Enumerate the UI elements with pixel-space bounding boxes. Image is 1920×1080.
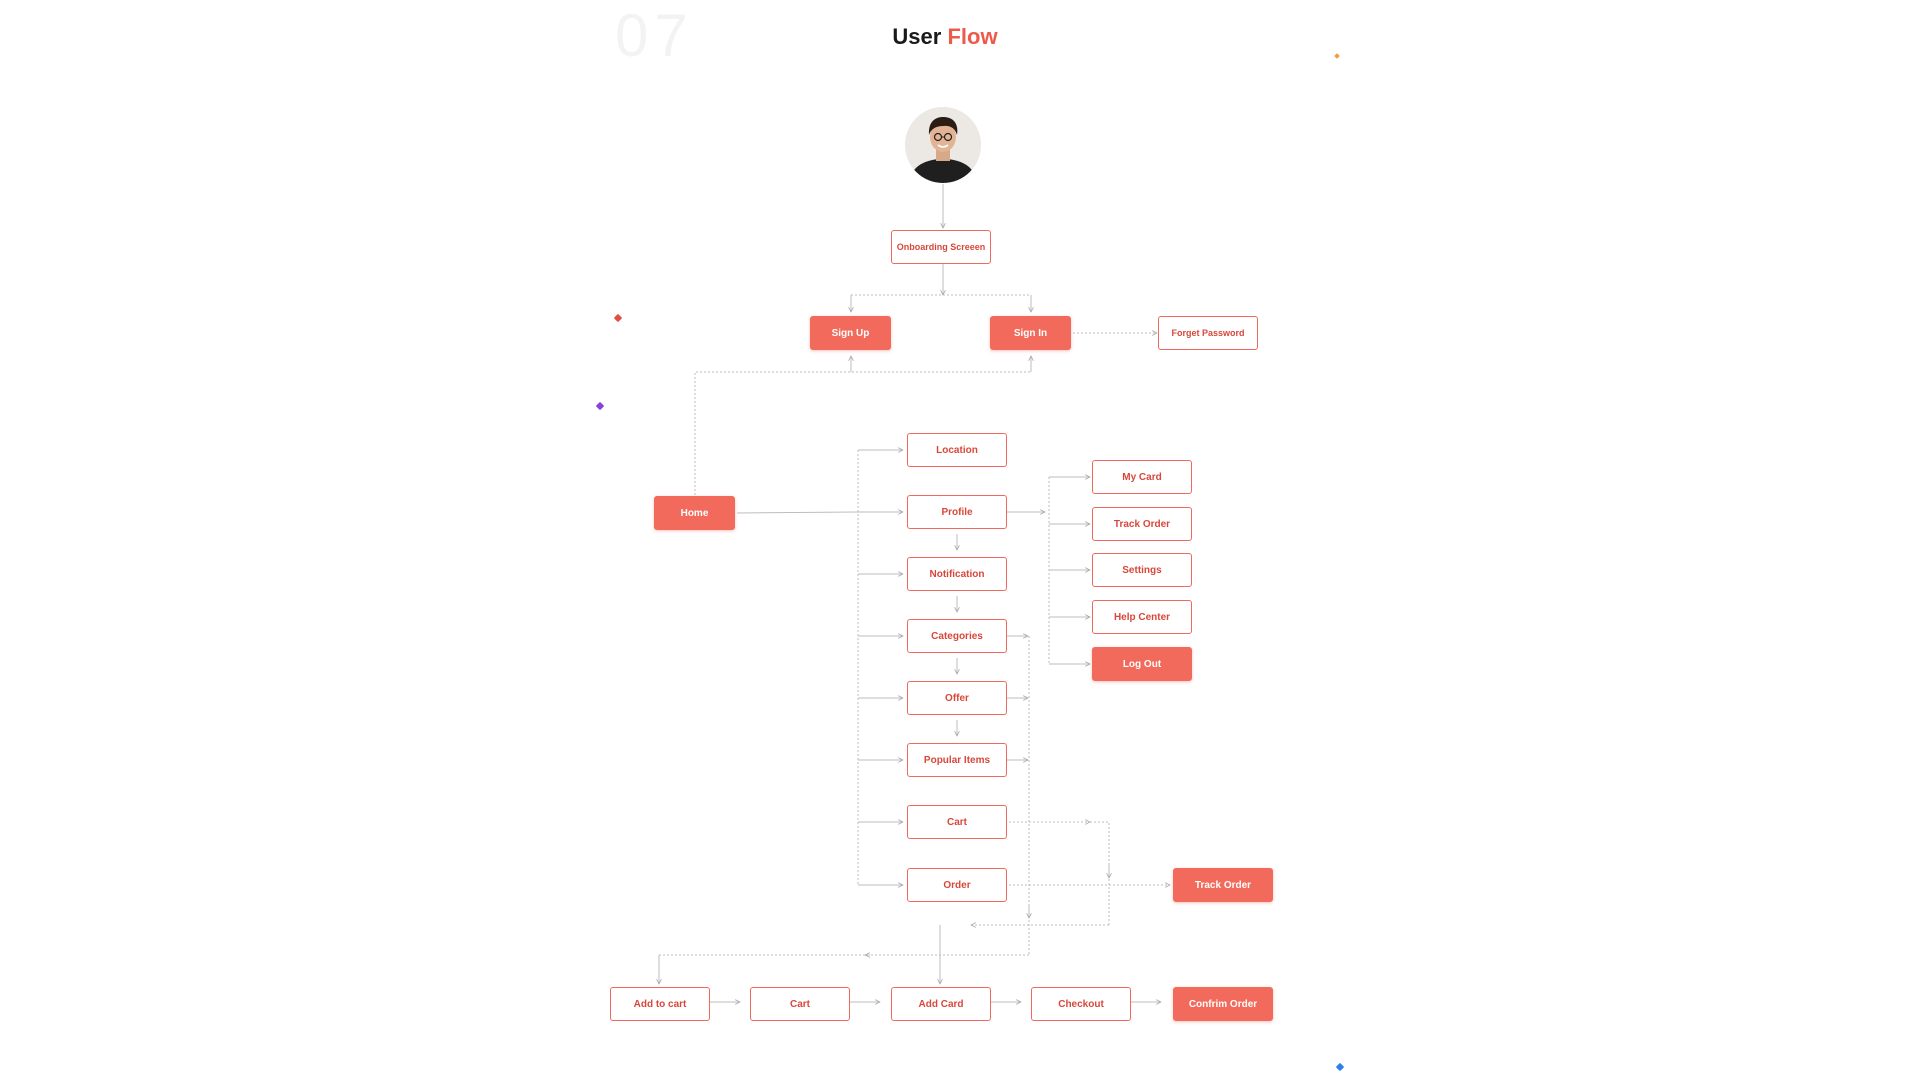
node-popular-items[interactable]: Popular Items (907, 743, 1007, 777)
node-cart[interactable]: Cart (907, 805, 1007, 839)
node-confirm-order[interactable]: Confrim Order (1173, 987, 1273, 1021)
node-add-to-cart[interactable]: Add to cart (610, 987, 710, 1021)
title-part-user: User (892, 24, 942, 49)
node-forget-password[interactable]: Forget Password (1158, 316, 1258, 350)
node-sign-up[interactable]: Sign Up (810, 316, 891, 350)
node-track-order-main[interactable]: Track Order (1173, 868, 1273, 902)
node-sign-in[interactable]: Sign In (990, 316, 1071, 350)
user-avatar (905, 107, 981, 183)
page-title: User Flow (0, 24, 1890, 50)
node-help-center[interactable]: Help Center (1092, 600, 1192, 634)
node-track-order-profile[interactable]: Track Order (1092, 507, 1192, 541)
node-add-card[interactable]: Add Card (891, 987, 991, 1021)
node-offer[interactable]: Offer (907, 681, 1007, 715)
node-location[interactable]: Location (907, 433, 1007, 467)
node-log-out[interactable]: Log Out (1092, 647, 1192, 681)
section-number: 07 (615, 2, 694, 69)
node-notification[interactable]: Notification (907, 557, 1007, 591)
node-profile[interactable]: Profile (907, 495, 1007, 529)
node-my-card[interactable]: My Card (1092, 460, 1192, 494)
node-onboarding-screen[interactable]: Onboarding Screeen (891, 230, 991, 264)
node-home[interactable]: Home (654, 496, 735, 530)
title-part-flow: Flow (947, 24, 998, 49)
node-cart-bottom[interactable]: Cart (750, 987, 850, 1021)
node-categories[interactable]: Categories (907, 619, 1007, 653)
node-checkout[interactable]: Checkout (1031, 987, 1131, 1021)
node-settings[interactable]: Settings (1092, 553, 1192, 587)
node-order[interactable]: Order (907, 868, 1007, 902)
user-avatar-photo-icon (905, 107, 981, 183)
